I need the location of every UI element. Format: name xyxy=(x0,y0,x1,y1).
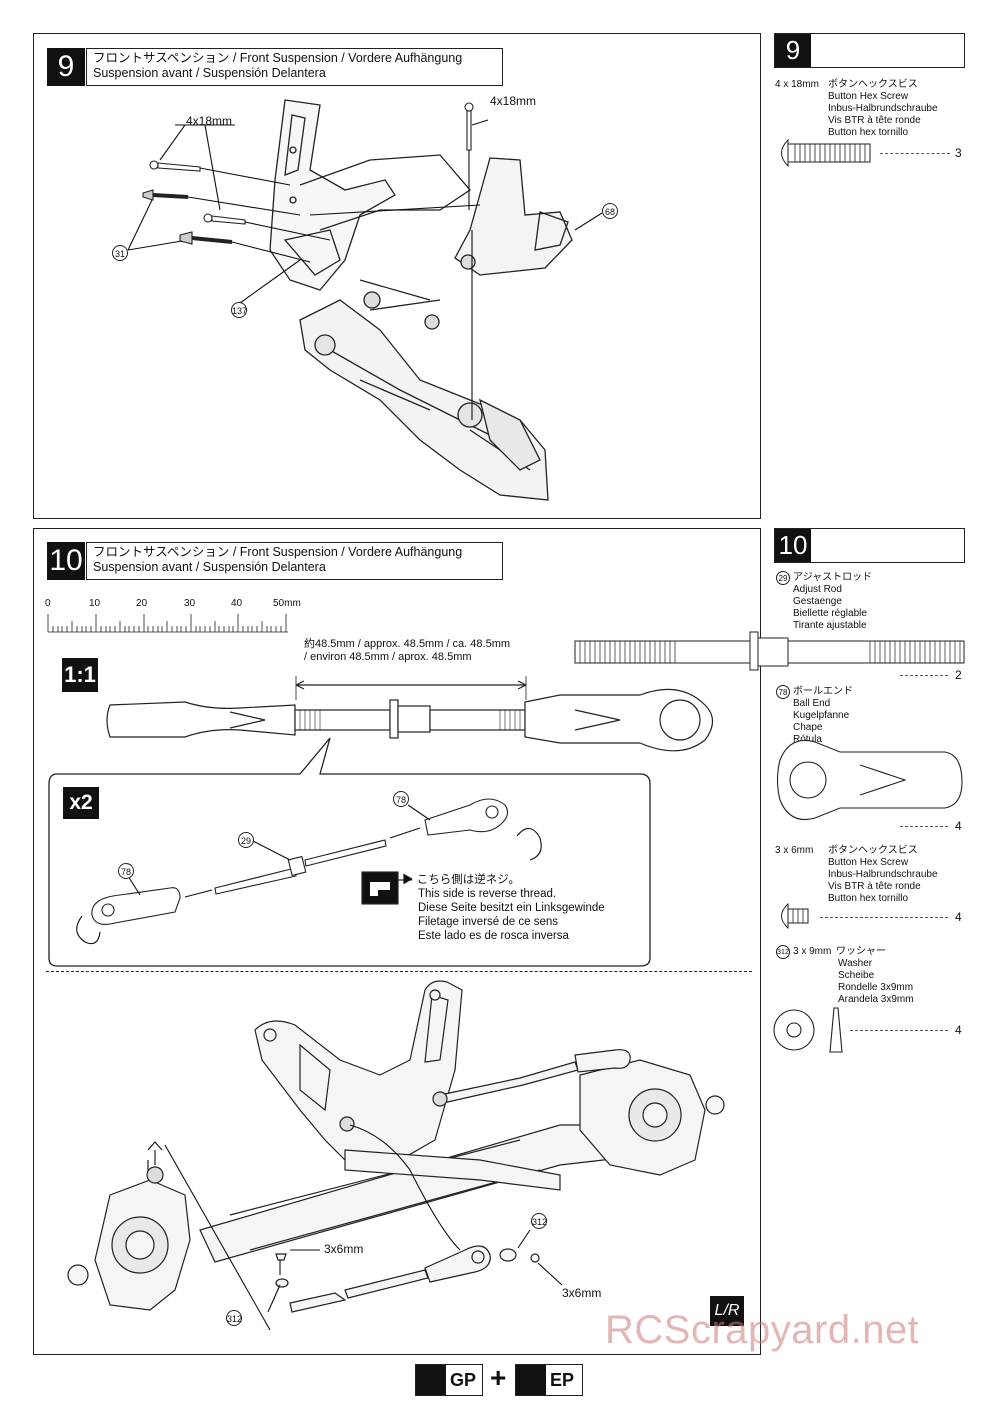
side9-header: 9 xyxy=(774,33,965,68)
callout-31: 31 xyxy=(112,245,128,261)
side10-item29-name-1: Adjust Rod xyxy=(793,584,842,595)
x2-badge: x2 xyxy=(63,787,99,819)
side10-screw-names: ボタンヘックスビス Button Hex Screw Inbus-Halbrun… xyxy=(828,845,938,905)
reverse-thread-note: ▶ こちら側は逆ネジ。 This side is reverse thread.… xyxy=(402,873,605,943)
side10-item29-qty: 2 xyxy=(955,668,962,682)
assembly-callout-312-b: 312 xyxy=(226,1310,242,1326)
step10-title-line1: フロントサスペンション / Front Suspension / Vordere… xyxy=(93,545,463,559)
side10-washer-name-0: ワッシャー xyxy=(836,946,886,957)
reverse-note-1: This side is reverse thread. xyxy=(418,888,557,900)
side10-screw-leader xyxy=(820,917,948,918)
side10-item29-name-0: アジャストロッド xyxy=(793,572,873,583)
step9-title-line1: フロントサスペンション / Front Suspension / Vordere… xyxy=(93,51,463,65)
ruler-tick-10: 10 xyxy=(89,598,101,609)
step9-frame xyxy=(33,33,761,519)
side10-item29-name-3: Biellette réglable xyxy=(793,608,867,619)
side10-screw-name-4: Button hex tornillo xyxy=(828,893,909,904)
side10-washer-names: ワッシャー Washer Scheibe Rondelle 3x9mm Aran… xyxy=(836,946,914,1006)
side10-screw-name-1: Button Hex Screw xyxy=(828,857,909,868)
callout-68: 68 xyxy=(602,203,618,219)
ep-label: EP xyxy=(550,1369,575,1390)
assembly-screw-label-a: 3x6mm xyxy=(324,1242,364,1256)
side10-item78-name-0: ボールエンド xyxy=(793,686,853,697)
side10-washer-size: 3 x 9mm xyxy=(793,946,832,957)
side9-name-0: ボタンヘックスビス xyxy=(828,79,918,90)
assembly-screw-label-b: 3x6mm xyxy=(562,1286,602,1300)
side10-callout-312: 312 xyxy=(776,945,790,959)
reverse-note-3: Filetage inversé de ce sens xyxy=(418,916,558,928)
ruler-tick-40: 40 xyxy=(231,598,243,609)
side10-item78-leader xyxy=(900,826,948,827)
ruler-tick-0: 0 xyxy=(45,598,51,609)
side10-washer-leader xyxy=(850,1030,948,1031)
side10-item29-name-4: Tirante ajustable xyxy=(793,620,867,631)
watermark: RCScrapyard.net xyxy=(605,1308,920,1352)
side10-number: 10 xyxy=(775,529,811,562)
side9-name-3: Vis BTR à tête ronde xyxy=(828,115,921,126)
scale-badge: 1:1 xyxy=(62,658,98,692)
lr-badge: L/R xyxy=(710,1296,744,1326)
ruler-tick-50: 50mm xyxy=(273,598,301,609)
side10-item78-name-2: Kugelpfanne xyxy=(793,710,850,721)
side10-item78-name-3: Chape xyxy=(793,722,823,733)
side10-callout-29: 29 xyxy=(776,571,790,585)
side10-item78-name-4: Rótula xyxy=(793,734,822,745)
step9-title: フロントサスペンション / Front Suspension / Vordere… xyxy=(86,48,503,86)
side9-name-1: Button Hex Screw xyxy=(828,91,909,102)
side10-washer-name-1: Washer xyxy=(838,958,873,969)
side10-item29-name-2: Gestaenge xyxy=(793,596,842,607)
x2-callout-78-bottom: 78 xyxy=(118,863,134,879)
step10-divider xyxy=(46,971,752,972)
step9-number: 9 xyxy=(47,48,85,86)
side10-callout-78: 78 xyxy=(776,685,790,699)
step9-screw-label-top: 4x18mm xyxy=(490,94,537,108)
side10-washer-name-3: Rondelle 3x9mm xyxy=(838,982,914,993)
side10-item78-name-1: Ball End xyxy=(793,698,831,709)
reverse-note-0: ▶ こちら側は逆ネジ。 xyxy=(402,874,520,886)
engine-icon xyxy=(416,1365,446,1395)
rod-length-label: 約48.5mm / approx. 48.5mm / ca. 48.5mm / … xyxy=(304,638,510,664)
side10-washer-name-2: Scheibe xyxy=(838,970,875,981)
side9-size: 4 x 18mm xyxy=(775,79,819,90)
rod-length-line2: / environ 48.5mm / aprox. 48.5mm xyxy=(304,651,472,663)
side9-qty: 3 xyxy=(955,146,962,160)
side10-screw-size: 3 x 6mm xyxy=(775,845,814,856)
assembly-callout-312-a: 312 xyxy=(531,1213,547,1229)
side10-screw-qty: 4 xyxy=(955,910,962,924)
side10-washer-name-4: Arandela 3x9mm xyxy=(838,994,914,1005)
side10-screw-name-3: Vis BTR à tête ronde xyxy=(828,881,921,892)
ruler-tick-30: 30 xyxy=(184,598,196,609)
side10-item78-names: ボールエンド Ball End Kugelpfanne Chape Rótula xyxy=(793,686,853,746)
step10-title: フロントサスペンション / Front Suspension / Vordere… xyxy=(86,542,503,580)
side9-qty-leader xyxy=(880,153,950,154)
side10-washer-qty: 4 xyxy=(955,1023,962,1037)
side9-name-4: Button hex tornillo xyxy=(828,127,909,138)
side9-names: ボタンヘックスビス Button Hex Screw Inbus-Halbrun… xyxy=(828,79,938,139)
callout-137: 137 xyxy=(231,302,247,318)
step9-screw-label-left: 4x18mm xyxy=(186,114,233,128)
plus-sign: + xyxy=(490,1362,507,1393)
reverse-note-2: Diese Seite besitzt ein Linksgewinde xyxy=(418,902,605,914)
gp-label: GP xyxy=(450,1369,477,1390)
rod-length-line1: 約48.5mm / approx. 48.5mm / ca. 48.5mm xyxy=(304,638,511,650)
side9-number: 9 xyxy=(775,34,811,67)
reverse-note-4: Este lado es de rosca inversa xyxy=(418,930,569,942)
side10-item78-qty: 4 xyxy=(955,819,962,833)
x2-callout-29: 29 xyxy=(238,832,254,848)
side10-item29-names: アジャストロッド Adjust Rod Gestaenge Biellette … xyxy=(793,572,872,632)
side10-item29-leader xyxy=(900,675,948,676)
x2-callout-78-top: 78 xyxy=(393,791,409,807)
side10-screw-name-0: ボタンヘックスビス xyxy=(828,845,918,856)
ruler-tick-20: 20 xyxy=(136,598,148,609)
side10-header: 10 xyxy=(774,528,965,563)
step10-number: 10 xyxy=(47,542,85,580)
step9-title-line2: Suspension avant / Suspensión Delantera xyxy=(93,66,326,80)
step10-title-line2: Suspension avant / Suspensión Delantera xyxy=(93,560,326,574)
electric-icon xyxy=(516,1365,546,1395)
ep-badge: EP xyxy=(515,1364,583,1396)
side9-name-2: Inbus-Halbrundschraube xyxy=(828,103,938,114)
side10-screw-name-2: Inbus-Halbrundschraube xyxy=(828,869,938,880)
gp-badge: GP xyxy=(415,1364,483,1396)
